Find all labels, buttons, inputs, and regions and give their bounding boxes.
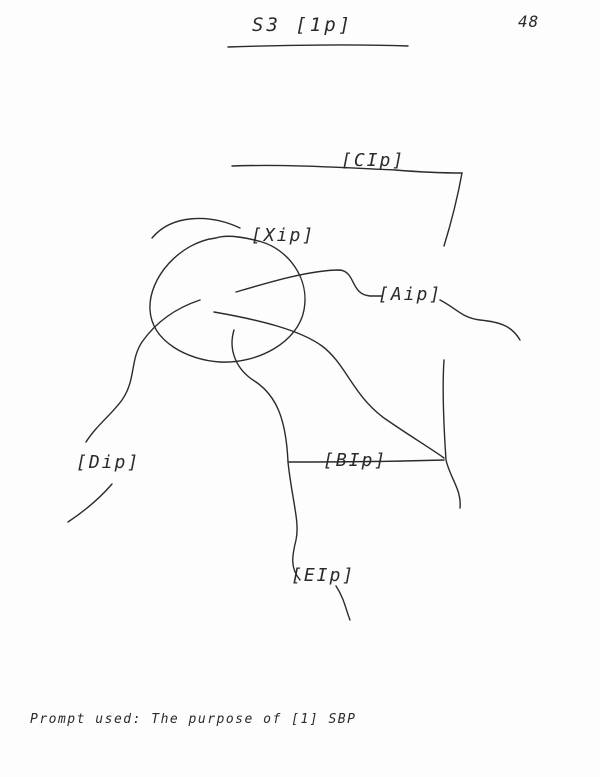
a-tail [439, 299, 521, 341]
node-label-x: [Xip] [251, 225, 316, 246]
b-line [287, 459, 445, 463]
center-to-a [235, 269, 383, 297]
node-label-d: [Dip] [76, 452, 141, 473]
prompt-note: Prompt used: The purpose of [1] SBP [30, 712, 357, 727]
central-circle [149, 235, 306, 363]
e-branch [231, 329, 301, 581]
b-vertical [442, 359, 461, 509]
page-number: 48 [518, 12, 540, 31]
page-title: S3 [1p] [252, 14, 354, 36]
c-line [231, 164, 463, 174]
d-tail [67, 483, 113, 523]
e-tail [335, 585, 351, 621]
upper-arc [151, 217, 241, 239]
node-label-e: [EIp] [291, 565, 356, 586]
node-label-a: [Aip] [378, 284, 443, 305]
node-label-b: [BIp] [323, 450, 388, 471]
center-to-b [213, 311, 445, 459]
node-label-c: [CIp] [341, 150, 406, 171]
d-branch [85, 299, 201, 443]
title-underline [227, 44, 409, 48]
c-stem [443, 172, 463, 247]
